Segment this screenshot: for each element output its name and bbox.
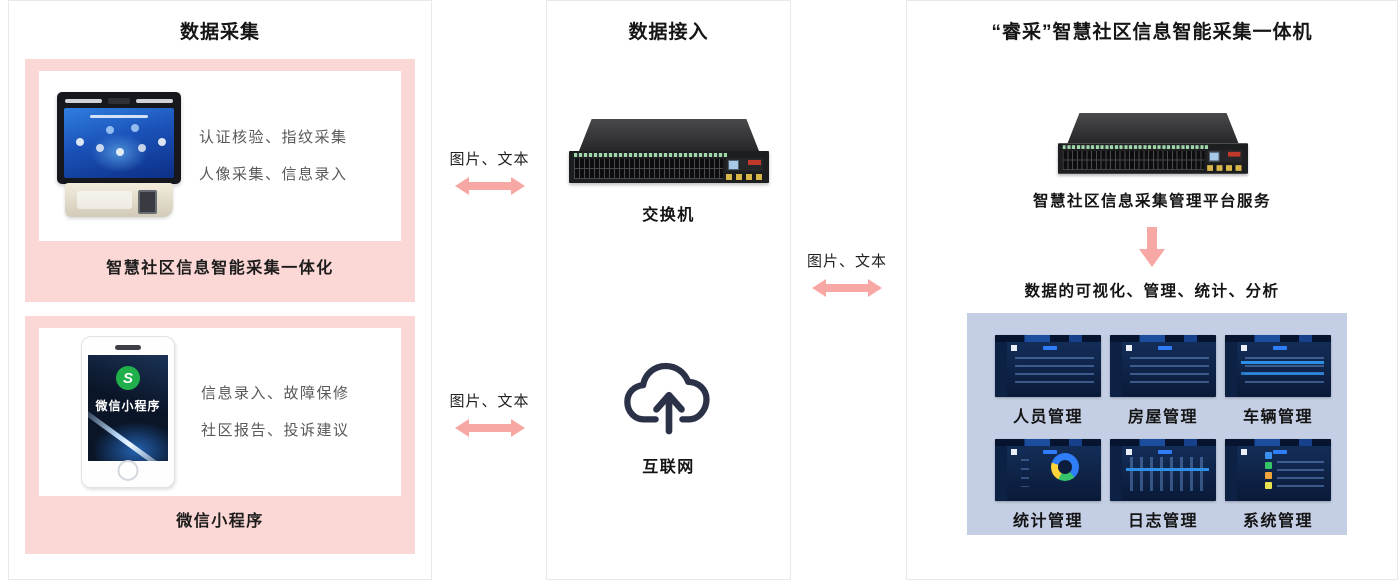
kiosk-functions-line1: 认证核验、指纹采集 (199, 129, 348, 146)
miniprogram-functions: 信息录入、故障保修 社区报告、投诉建议 (201, 375, 350, 449)
server-top-face (1067, 112, 1239, 144)
platform-server-image (1056, 111, 1250, 178)
kiosk-functions-line2: 人像采集、信息录入 (199, 166, 348, 183)
miniprogram-module-box: S 微信小程序 信息录入、故障保修 社区报告、投诉建议 微信小程序 (25, 316, 415, 554)
phone-speaker (115, 345, 141, 350)
data-collection-title: 数据采集 (179, 22, 260, 43)
collection-kiosk-image (55, 90, 185, 222)
server-mgmt-block (1207, 149, 1243, 163)
kiosk-functions: 认证核验、指纹采集 人像采集、信息录入 (199, 119, 348, 193)
link-phone-internet: 图片、文本 (433, 390, 546, 443)
vehicle-dashboard-thumbnail (1225, 335, 1331, 397)
fingerprint-reader-icon (138, 190, 157, 214)
server-uplink-ports (1207, 165, 1243, 171)
link-switch-platform: 图片、文本 (788, 250, 906, 303)
statistics-dashboard-thumbnail (995, 439, 1101, 501)
link-kiosk-switch-label: 图片、文本 (449, 151, 530, 168)
server-mgmt-port (1209, 151, 1220, 162)
switch-brand-logo (748, 160, 761, 165)
link-kiosk-switch: 图片、文本 (433, 148, 546, 201)
kiosk-module-box: 认证核验、指纹采集 人像采集、信息录入 智慧社区信息智能采集一体化 (25, 59, 415, 302)
miniprogram-module-content: S 微信小程序 信息录入、故障保修 社区报告、投诉建议 (39, 328, 401, 496)
dashboard-cell: 统计管理 (995, 439, 1101, 531)
dashboard-panel: 人员管理 房屋管理 车辆管理 (967, 313, 1347, 535)
link-switch-platform-label: 图片、文本 (806, 253, 887, 270)
kiosk-camera-bar (65, 97, 173, 105)
wechat-phone-image: S 微信小程序 (81, 336, 175, 488)
housing-dashboard-thumbnail (1110, 335, 1216, 397)
down-arrow-icon (1139, 227, 1165, 267)
phone-home-button (117, 460, 139, 481)
internet-label: 互联网 (642, 459, 695, 476)
kiosk-module-label: 智慧社区信息智能采集一体化 (106, 259, 334, 277)
personnel-dashboard-label: 人员管理 (1012, 409, 1083, 426)
switch-front-face (569, 151, 769, 183)
dashboard-cell: 日志管理 (1110, 439, 1216, 531)
phone-screen: S 微信小程序 (88, 355, 168, 461)
switch-led-strip (574, 153, 727, 157)
housing-dashboard-label: 房屋管理 (1127, 409, 1198, 426)
network-switch-image (567, 117, 771, 187)
server-ports (1062, 150, 1205, 170)
personnel-dashboard-thumbnail (995, 335, 1101, 397)
miniprogram-module-label: 微信小程序 (176, 513, 264, 530)
statistics-dashboard-label: 统计管理 (1012, 513, 1083, 530)
dashboard-cell: 人员管理 (995, 335, 1101, 427)
data-collection-card: 数据采集 认证核验、指纹采集 (8, 0, 432, 580)
miniprogram-functions-line2: 社区报告、投诉建议 (201, 422, 350, 439)
data-visualization-caption: 数据的可视化、管理、统计、分析 (1024, 283, 1280, 300)
system-dashboard-label: 系统管理 (1242, 513, 1313, 530)
dashboard-cell: 车辆管理 (1225, 335, 1331, 427)
kiosk-camera-icon (108, 98, 130, 104)
link-phone-internet-label: 图片、文本 (449, 393, 530, 410)
dashboard-cell: 系统管理 (1225, 439, 1331, 531)
switch-mgmt-port (728, 160, 739, 170)
kiosk-head (57, 92, 181, 184)
switch-ports (574, 159, 723, 179)
system-dashboard-thumbnail (1225, 439, 1331, 501)
phone-screen-label: 微信小程序 (95, 399, 161, 413)
server-led-strip (1062, 145, 1209, 149)
miniprogram-functions-line1: 信息录入、故障保修 (201, 385, 350, 402)
switch-label: 交换机 (642, 207, 695, 224)
vehicle-dashboard-label: 车辆管理 (1242, 409, 1313, 426)
switch-top-face (579, 119, 759, 151)
log-dashboard-label: 日志管理 (1127, 513, 1198, 530)
platform-server-label: 智慧社区信息采集管理平台服务 (1032, 193, 1271, 210)
kiosk-base (65, 183, 173, 217)
dashboard-grid: 人员管理 房屋管理 车辆管理 (967, 313, 1347, 531)
switch-mgmt-block (726, 158, 763, 171)
switch-uplink-ports (726, 174, 763, 180)
kiosk-module-content: 认证核验、指纹采集 人像采集、信息录入 (39, 71, 401, 241)
server-brand-logo (1228, 151, 1241, 157)
dashboard-cell: 房屋管理 (1110, 335, 1216, 427)
cloud-upload-icon (623, 362, 710, 435)
data-access-card: 数据接入 交换机 互联网 (546, 0, 791, 580)
double-arrow-icon (812, 279, 882, 297)
kiosk-pad (77, 191, 132, 209)
ruicai-platform-title: “睿采”智慧社区信息智能采集一体机 (991, 22, 1313, 43)
double-arrow-icon (454, 419, 525, 437)
wechat-miniprogram-logo-icon: S (116, 366, 140, 390)
kiosk-screen (64, 108, 174, 178)
ruicai-platform-card: “睿采”智慧社区信息智能采集一体机 智慧社区信息采集管理平台服务 数据的可视化、… (906, 0, 1398, 580)
double-arrow-icon (454, 177, 525, 195)
data-access-title: 数据接入 (628, 22, 709, 43)
log-dashboard-thumbnail (1110, 439, 1216, 501)
server-front-face (1058, 143, 1248, 174)
